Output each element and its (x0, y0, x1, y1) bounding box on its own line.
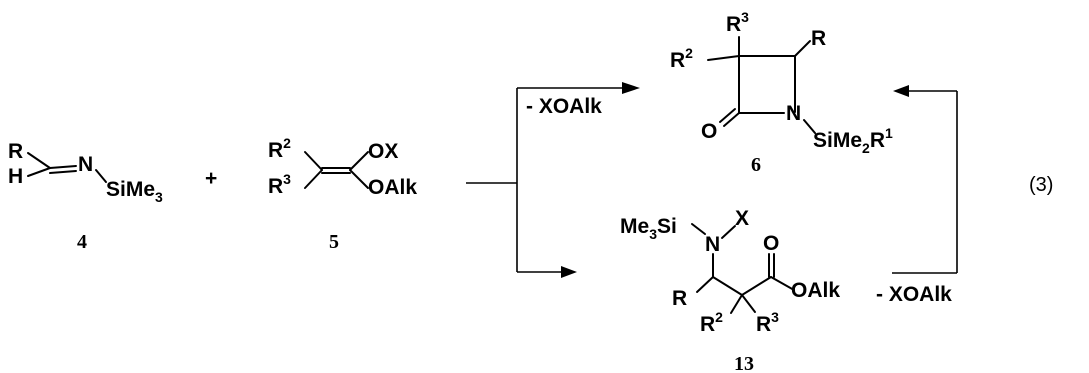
c5-bond-oalk (349, 169, 369, 189)
c6-n-atom: N (786, 102, 801, 125)
c13-x-atom: X (735, 207, 749, 230)
c6-sime2r1: SiMe2R1 (813, 125, 893, 156)
c13-r2-atom: R2 (700, 309, 723, 336)
c4-bond-h (27, 167, 51, 177)
c13-r3-atom: R3 (756, 309, 779, 336)
c6-bond-r2 (707, 55, 740, 61)
c5-bond-r3 (304, 169, 323, 189)
c4-n-atom: N (78, 153, 93, 176)
c4-double-bond-a (49, 165, 77, 169)
c13-oalk-group: OAlk (791, 279, 840, 302)
c4-h-atom: H (8, 165, 23, 188)
c13-me3si-group: Me3Si (620, 215, 677, 242)
c13-bond-c-oalk (770, 276, 795, 291)
c5-r2-atom: R2 (268, 135, 291, 162)
compound-5: R2 R3 OX OAlk 5 (268, 135, 417, 253)
upper-arrowhead (622, 82, 640, 94)
compound-6: R3 R2 R O N SiMe2R1 6 (670, 9, 893, 176)
equation-number: (3) (1029, 174, 1053, 196)
c6-o-atom: O (701, 120, 717, 143)
c13-bond-cq-r2 (730, 294, 743, 314)
c13-bond-cq-r3 (741, 294, 756, 313)
c13-bond-c-cq (712, 276, 743, 296)
c13-o-atom: O (763, 232, 779, 255)
c6-r-atom: R (811, 27, 826, 50)
compound-number-5: 5 (329, 231, 339, 253)
c5-r3-atom: R3 (268, 171, 291, 198)
c4-r-atom: R (8, 140, 23, 163)
c5-bond-ox (349, 151, 369, 171)
c13-r-atom: R (672, 287, 687, 310)
lower-arrow-label: - XOAlk (876, 283, 952, 306)
compound-13: Me3Si N X R R2 R3 O OAlk 13 (620, 207, 840, 373)
return-arrow: - XOAlk (876, 85, 958, 306)
c6-r2-atom: R2 (670, 45, 693, 72)
c4-double-bond-b (49, 170, 77, 174)
c6-carbonyl-a (723, 112, 740, 127)
c6-r3-atom: R3 (726, 9, 749, 36)
c6-carbonyl-b (719, 108, 736, 123)
return-arrowhead (893, 85, 909, 97)
c5-oalk-group: OAlk (368, 176, 417, 199)
compound-number-6: 6 (751, 154, 761, 176)
c4-sime3: SiMe3 (106, 178, 163, 205)
c13-bond-c-r (696, 276, 714, 293)
lower-arrowhead (561, 266, 577, 278)
branch-arrows: - XOAlk (466, 82, 640, 278)
compound-number-4: 4 (77, 231, 87, 253)
c13-bond-cq-cco (741, 276, 772, 296)
c5-bond-r2 (304, 151, 323, 171)
c6-bond-r (794, 40, 811, 57)
plus-sign: + (205, 167, 217, 190)
upper-arrow-label: - XOAlk (526, 95, 602, 118)
c13-n-atom: N (705, 233, 720, 256)
c13-bond-n-x (721, 225, 736, 239)
compound-4: R H N SiMe3 4 (8, 140, 163, 253)
c13-bond-si-n (691, 223, 706, 235)
c4-bond-r (27, 152, 51, 169)
c5-ox-group: OX (368, 140, 398, 163)
compound-number-13: 13 (734, 353, 754, 373)
c4-bond-n-si (95, 169, 107, 183)
c6-bond-n-si (803, 119, 816, 134)
